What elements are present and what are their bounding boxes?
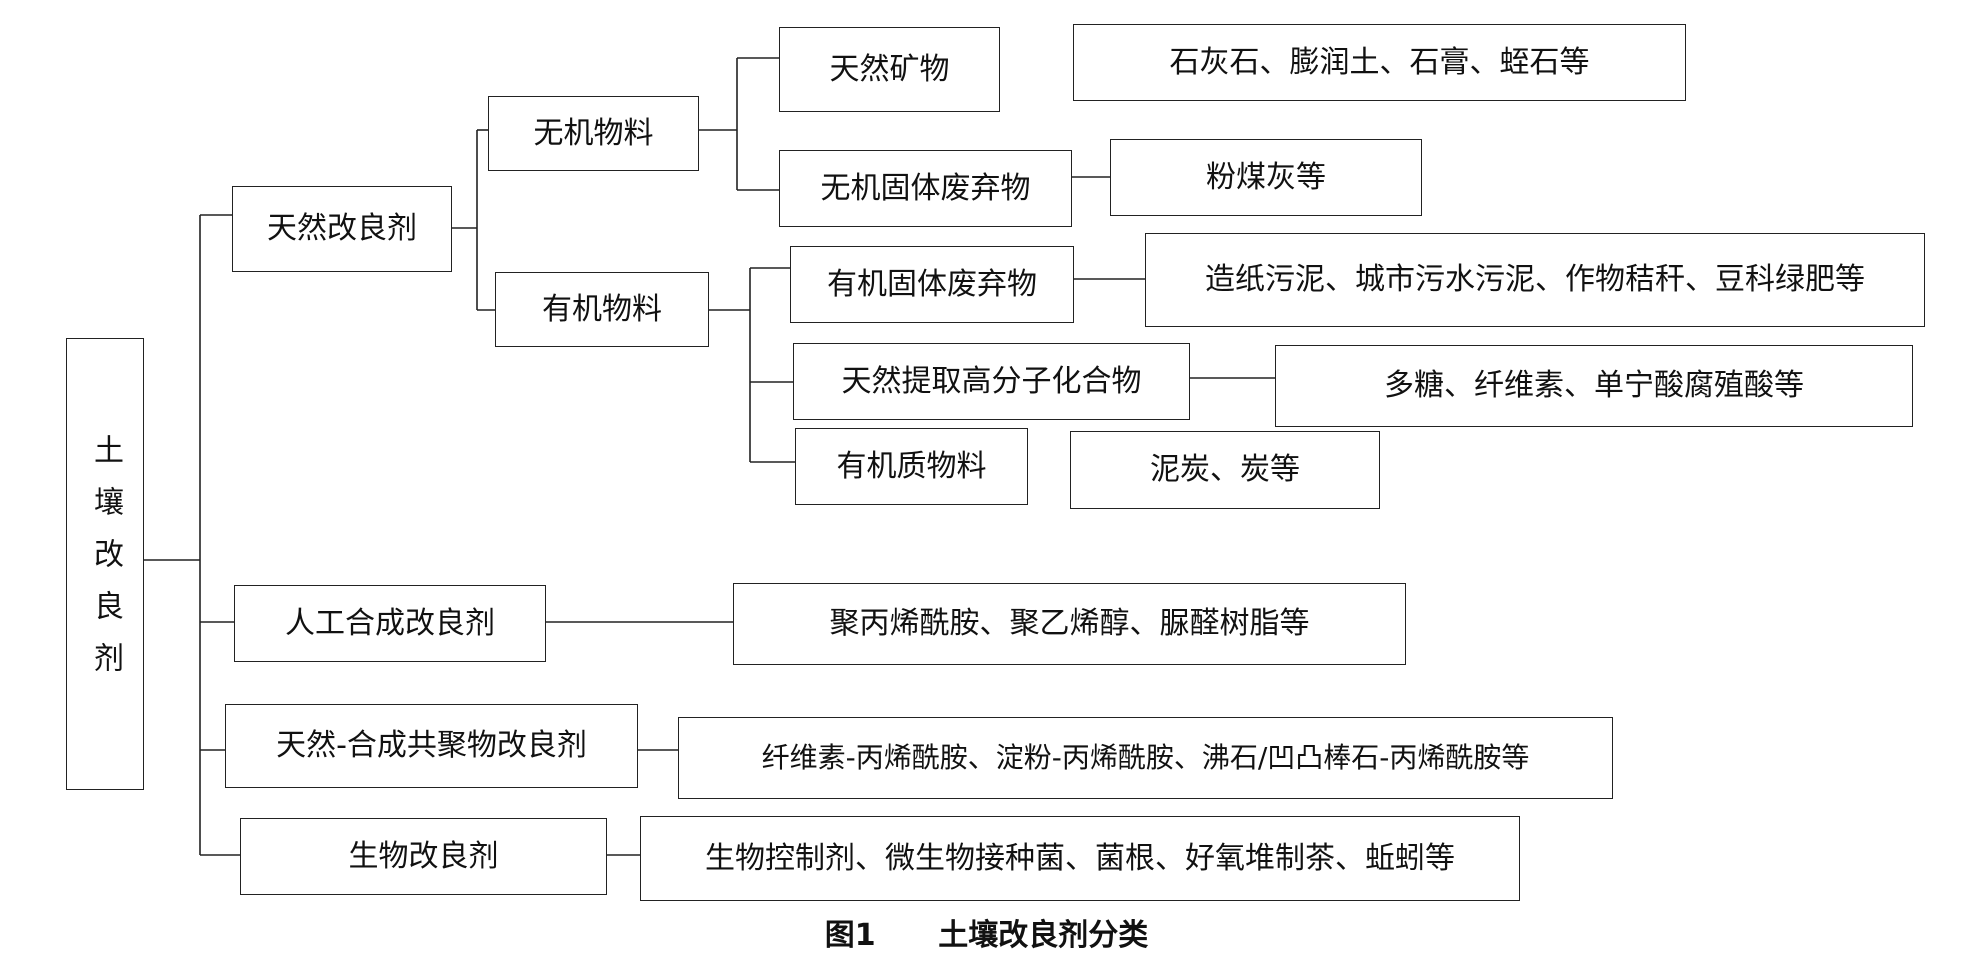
organic-waste-examples-label: 造纸污泥、城市污水污泥、作物秸秆、豆科绿肥等 [1205, 262, 1865, 297]
organic-matter-examples-label: 泥炭、炭等 [1150, 452, 1300, 487]
inorganic-waste-examples-label: 粉煤灰等 [1206, 159, 1326, 195]
natural-minerals-examples-label: 石灰石、膨润土、石膏、蛭石等 [1169, 44, 1590, 80]
organic-matter-label: 有机质物料 [836, 448, 987, 484]
natural-polymers-node: 天然提取高分子化合物 [793, 343, 1190, 420]
natural-minerals-examples-node: 石灰石、膨润土、石膏、蛭石等 [1073, 24, 1686, 101]
natural-amendment-label: 天然改良剂 [267, 211, 417, 246]
natural-minerals-label: 天然矿物 [829, 51, 950, 87]
organic-waste-examples-node: 造纸污泥、城市污水污泥、作物秸秆、豆科绿肥等 [1145, 233, 1925, 327]
biological-amendment-node: 生物改良剂 [240, 818, 607, 895]
organic-matter-examples-node: 泥炭、炭等 [1070, 431, 1380, 509]
organic-materials-node: 有机物料 [495, 272, 709, 347]
copolymer-amendment-node: 天然-合成共聚物改良剂 [225, 704, 638, 788]
biological-amendment-label: 生物改良剂 [348, 838, 499, 874]
synthetic-examples-label: 聚丙烯酰胺、聚乙烯醇、脲醛树脂等 [829, 606, 1310, 641]
synthetic-examples-node: 聚丙烯酰胺、聚乙烯醇、脲醛树脂等 [733, 583, 1406, 665]
biological-examples-label: 生物控制剂、微生物接种菌、菌根、好氧堆制茶、蚯蚓等 [705, 840, 1455, 876]
natural-amendment-node: 天然改良剂 [232, 186, 452, 272]
root-label: 土壤改良剂 [88, 434, 123, 694]
organic-matter-node: 有机质物料 [795, 428, 1028, 505]
biological-examples-node: 生物控制剂、微生物接种菌、菌根、好氧堆制茶、蚯蚓等 [640, 816, 1520, 901]
inorganic-waste-examples-node: 粉煤灰等 [1110, 139, 1422, 216]
copolymer-examples-label: 纤维素-丙烯酰胺、淀粉-丙烯酰胺、沸石/凹凸棒石-丙烯酰胺等 [761, 741, 1530, 774]
inorganic-materials-label: 无机物料 [533, 115, 654, 151]
figure-caption: 图1 土壤改良剂分类 [824, 918, 1149, 953]
natural-polymers-examples-node: 多糖、纤维素、单宁酸腐殖酸等 [1275, 345, 1913, 427]
synthetic-amendment-label: 人工合成改良剂 [285, 605, 495, 641]
natural-polymers-examples-label: 多糖、纤维素、单宁酸腐殖酸等 [1384, 368, 1804, 403]
natural-polymers-label: 天然提取高分子化合物 [841, 363, 1142, 399]
copolymer-examples-node: 纤维素-丙烯酰胺、淀粉-丙烯酰胺、沸石/凹凸棒石-丙烯酰胺等 [678, 717, 1613, 799]
inorganic-materials-node: 无机物料 [488, 96, 699, 171]
root-node: 土壤改良剂 [66, 338, 144, 790]
copolymer-amendment-label: 天然-合成共聚物改良剂 [276, 728, 587, 763]
synthetic-amendment-node: 人工合成改良剂 [234, 585, 546, 662]
inorganic-solid-waste-label: 无机固体废弃物 [820, 170, 1031, 206]
natural-minerals-node: 天然矿物 [779, 27, 1000, 112]
organic-solid-waste-node: 有机固体废弃物 [790, 246, 1074, 323]
organic-solid-waste-label: 有机固体废弃物 [827, 266, 1037, 302]
inorganic-solid-waste-node: 无机固体废弃物 [779, 150, 1072, 227]
organic-materials-label: 有机物料 [542, 291, 662, 327]
